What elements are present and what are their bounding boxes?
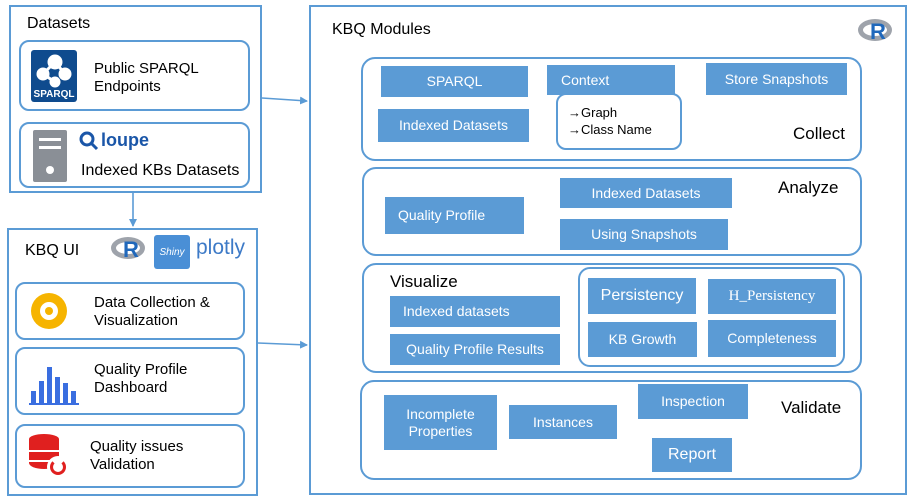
ui-item-label: Data Collection & Visualization [94, 294, 210, 329]
r-logo-icon: R [858, 15, 896, 47]
collect-label: Collect [793, 124, 845, 143]
instances-node[interactable]: Instances [509, 405, 617, 439]
kbq-ui-title: KBQ UI [25, 242, 80, 259]
kbq-modules-title: KBQ Modules [332, 21, 431, 38]
sparql-network-icon [36, 54, 72, 88]
completeness-node[interactable]: Completeness [708, 320, 836, 357]
context-node[interactable]: Context [547, 65, 675, 95]
ui-item-label: Quality issues Validation [90, 438, 184, 473]
public-sparql-card[interactable]: SPARQL Public SPARQL Endpoints [19, 40, 250, 111]
context-graph-label: →Graph [568, 105, 618, 120]
quality-profile-results-node[interactable]: Quality Profile Results [390, 334, 560, 365]
database-refresh-icon [27, 434, 73, 482]
indexed-datasets-node[interactable]: Indexed Datasets [378, 109, 529, 142]
visualize-indexed-datasets-node[interactable]: Indexed datasets [390, 296, 560, 327]
sparql-node[interactable]: SPARQL [381, 66, 528, 97]
sparql-logo-text: SPARQL [33, 89, 75, 100]
indexed-kbs-label: Indexed KBs Datasets [81, 162, 240, 179]
validate-label: Validate [781, 398, 842, 417]
using-snapshots-node[interactable]: Using Snapshots [560, 219, 728, 250]
loupe-logo: loupe [79, 130, 149, 151]
shiny-logo-icon: Shiny [154, 235, 190, 269]
incomplete-properties-node[interactable]: Incomplete Properties [384, 395, 497, 450]
h-persistency-node[interactable]: H_Persistency [708, 279, 836, 314]
arrow-datasets-to-modules [261, 96, 308, 105]
r-logo-icon: R [111, 233, 149, 265]
indexed-kbs-card[interactable]: loupe Indexed KBs Datasets [19, 122, 250, 188]
ui-item-quality-profile-dashboard[interactable]: Quality Profile Dashboard [15, 347, 245, 415]
report-node[interactable]: Report [652, 438, 732, 472]
store-snapshots-node[interactable]: Store Snapshots [706, 63, 847, 95]
bar-chart-icon [29, 367, 79, 405]
context-details-box: →Graph →Class Name [556, 93, 682, 150]
persistency-node[interactable]: Persistency [588, 278, 696, 314]
shiny-logo-text: Shiny [159, 246, 185, 258]
context-class-label: →Class Name [568, 122, 652, 137]
r-letter: R [870, 19, 886, 44]
arrow-ui-to-modules [257, 340, 308, 349]
inspection-node[interactable]: Inspection [638, 384, 748, 419]
datasets-title: Datasets [27, 15, 91, 32]
visualize-label: Visualize [390, 272, 458, 291]
public-sparql-label: Public SPARQL Endpoints [94, 60, 199, 95]
ui-item-data-collection[interactable]: Data Collection & Visualization [15, 282, 245, 340]
ui-item-label: Quality Profile Dashboard [94, 361, 188, 396]
loupe-logo-text: loupe [101, 130, 149, 150]
quality-profile-node[interactable]: Quality Profile [385, 197, 524, 234]
kb-growth-node[interactable]: KB Growth [588, 322, 697, 357]
dashboard-gauge-icon [31, 293, 67, 329]
magnifier-icon [79, 131, 99, 150]
analyze-label: Analyze [778, 178, 839, 197]
analyze-indexed-datasets-node[interactable]: Indexed Datasets [560, 178, 732, 208]
server-icon [33, 130, 67, 182]
plotly-logo-text: plotly [196, 236, 246, 259]
ui-item-quality-issues[interactable]: Quality issues Validation [15, 424, 245, 488]
sparql-logo-icon: SPARQL [31, 50, 77, 102]
r-letter: R [123, 237, 139, 262]
